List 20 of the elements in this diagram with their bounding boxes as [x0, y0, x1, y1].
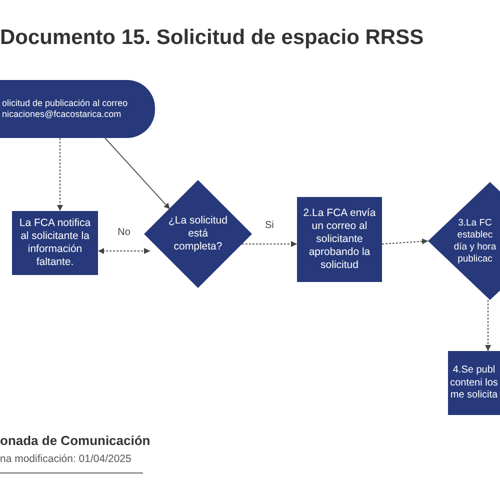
footer-text: na modificación: 01/04/2025: [0, 453, 132, 465]
node-text: 2.La FCA envía un correo al solicitante aprobando la solicitud: [302, 206, 377, 272]
arrow: [485, 300, 492, 352]
arrow: [98, 248, 151, 254]
arrow: [241, 241, 298, 247]
start-terminal: [0, 80, 155, 138]
footer-text: onada de Comunicación: [0, 433, 150, 448]
arrow: [382, 238, 428, 244]
arrow: [57, 138, 63, 212]
node-text: 3.La FC establec día y hora publicac: [452, 217, 498, 265]
process-box: [297, 197, 382, 282]
process-box: [12, 211, 98, 275]
node-text: ¿La solicitud está completa?: [168, 214, 228, 254]
node-text: 4.Se publ conteni los me solicita: [449, 364, 499, 402]
node-text: La FCA notifica al solicitante la información faltante.: [18, 216, 92, 270]
process-box: [448, 351, 500, 415]
title: Documento 15. Solicitud de espacio RRSS: [0, 26, 424, 50]
decision-diamond: [144, 180, 252, 288]
arrow: [104, 138, 170, 210]
node-text: olicitud de publicación al correo nicaciones@fcacostarica.com: [2, 98, 129, 120]
